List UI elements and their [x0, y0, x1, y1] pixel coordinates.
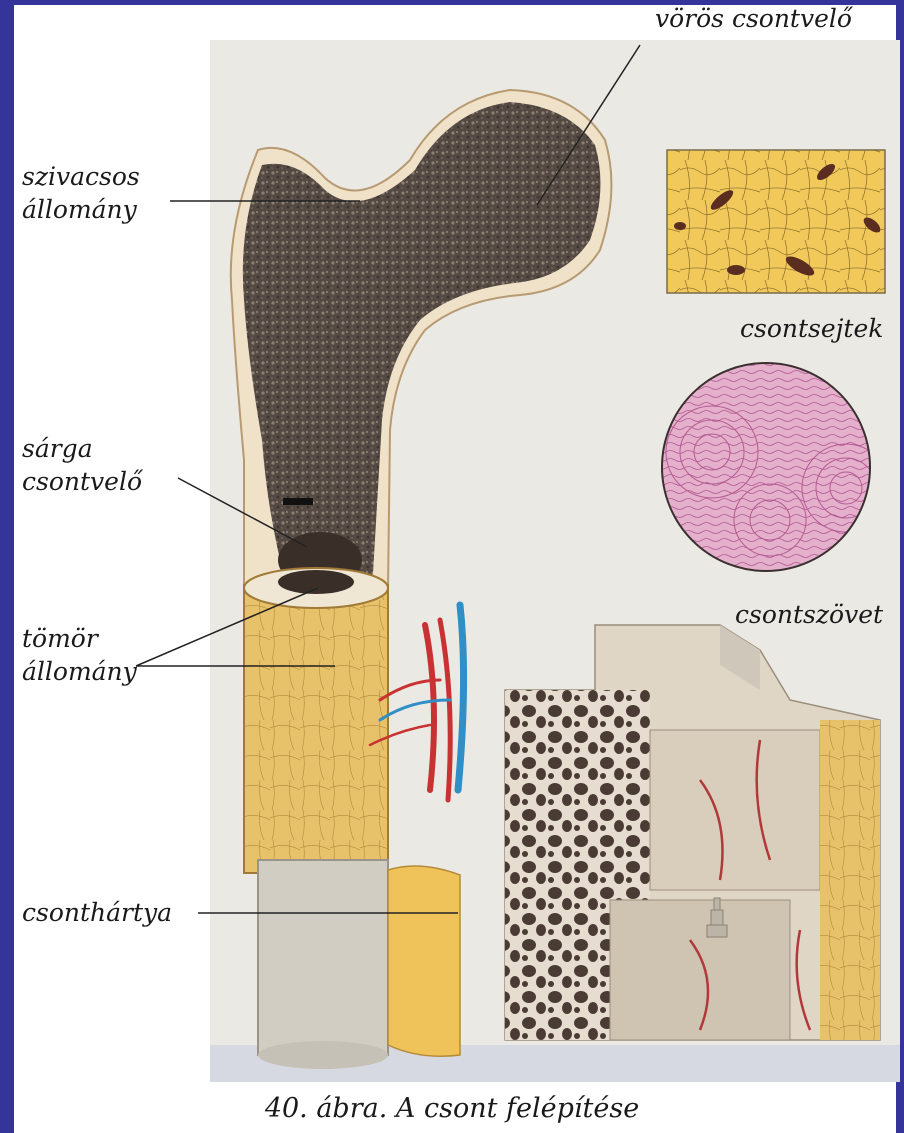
label-voros-csontvelo: vörös csontvelő — [655, 2, 852, 35]
bone-head — [231, 90, 612, 590]
label-line: tömör — [22, 622, 137, 655]
label-line: állomány — [22, 193, 140, 226]
bone-block-section — [505, 625, 880, 1040]
label-line: sárga — [22, 432, 142, 465]
label-tomor-allomany: tömör állomány — [22, 622, 137, 688]
bone-cells-inset — [667, 150, 885, 293]
label-csontszovet: csontszövet — [735, 598, 883, 631]
label-line: csontvelő — [22, 465, 142, 498]
bone-tissue-circle — [660, 360, 890, 574]
label-line: szivacsos — [22, 160, 140, 193]
label-csonthartya: csonthártya — [22, 896, 172, 929]
figure-caption: 40. ábra. A csont felépítése — [0, 1093, 904, 1124]
label-csontsejtek: csontsejtek — [740, 312, 883, 345]
label-sarga-csontvelo: sárga csontvelő — [22, 432, 142, 498]
label-line: állomány — [22, 655, 137, 688]
label-szivacsos-allomany: szivacsos állomány — [22, 160, 140, 226]
